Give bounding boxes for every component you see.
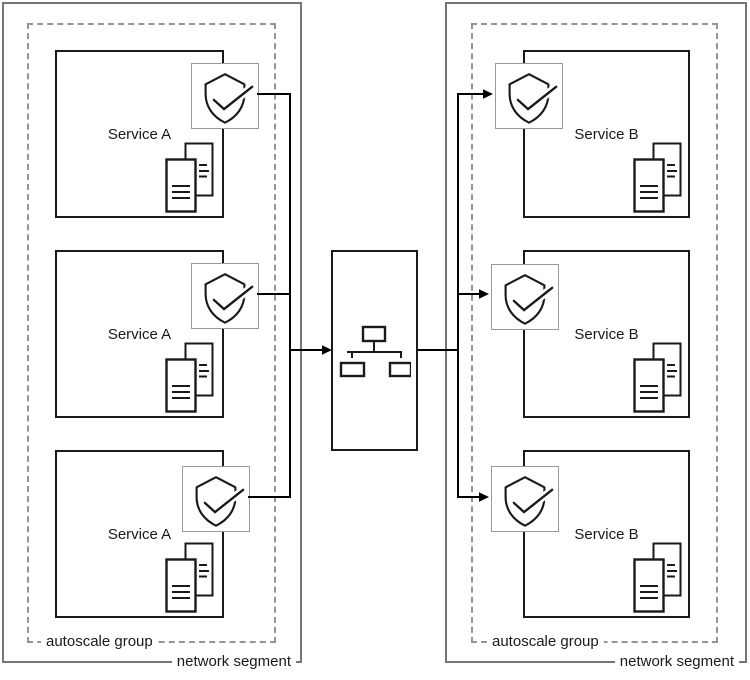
service-label: Service A	[107, 525, 172, 543]
autoscale-group-label: autoscale group	[487, 633, 604, 651]
service-label: Service B	[574, 325, 639, 343]
service-box: Service B	[495, 50, 690, 218]
service-label: Service A	[107, 325, 172, 343]
service-box: Service A	[55, 250, 259, 418]
shield-check-icon	[191, 263, 259, 329]
service-box: Service B	[491, 450, 690, 618]
shield-check-icon	[495, 63, 563, 129]
document-stack-icon	[165, 342, 215, 418]
shield-check-icon	[491, 466, 559, 532]
document-stack-icon	[633, 342, 683, 418]
service-box: Service A	[55, 50, 259, 218]
service-label: Service A	[107, 125, 172, 143]
network-segment-label: network segment	[171, 653, 296, 671]
shield-check-icon	[182, 466, 250, 532]
autoscale-group-left: autoscale group	[27, 23, 276, 651]
service-label: Service B	[574, 525, 639, 543]
shield-check-icon	[491, 264, 559, 330]
network-switch-icon	[339, 325, 411, 377]
document-stack-icon	[633, 542, 683, 618]
shield-check-icon	[191, 63, 259, 129]
service-label: Service B	[574, 125, 639, 143]
network-segment-right: network segment	[445, 2, 747, 671]
document-stack-icon	[633, 142, 683, 218]
load-balancer-node	[331, 250, 418, 451]
network-segment-label: network segment	[614, 653, 739, 671]
autoscale-group-right: autoscale group	[471, 23, 718, 651]
service-box: Service B	[491, 250, 690, 418]
autoscale-group-label: autoscale group	[41, 633, 158, 651]
document-stack-icon	[165, 542, 215, 618]
service-box: Service A	[55, 450, 250, 618]
network-segment-left: network segment	[2, 2, 302, 671]
document-stack-icon	[165, 142, 215, 218]
